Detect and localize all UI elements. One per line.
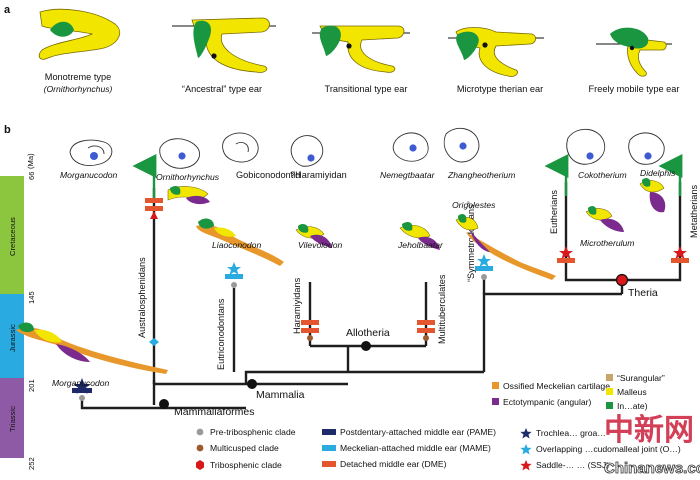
period-triassic: Triassic (8, 406, 17, 432)
watermark-chars: 中新网 (604, 414, 694, 447)
ear-ancestral-label: “Ancestral” type ear (182, 84, 262, 94)
cretaceous-band (0, 176, 24, 294)
legend-saddle-joint: Saddle-… … (SSJ) (536, 460, 609, 470)
ear-microtype-label: Microtype therian ear (457, 84, 543, 94)
node-label-theria: Theria (628, 287, 658, 299)
ma-66: 66 (27, 172, 36, 180)
taxon-jeholbaatar: Jeholbaatar (397, 240, 444, 250)
clade-multituberculates: Multituberculates (437, 274, 447, 344)
geologic-timescale: Cretaceous Jurassic Triassic 66 (Ma) 145… (0, 153, 36, 470)
legend-dme: Detached middle ear (DME) (340, 459, 447, 469)
legend-overlapping-joint: Overlapping …cudomalleal joint (O…) (536, 444, 681, 454)
panel-b-label: b (4, 124, 11, 136)
panel-a-label: a (4, 4, 11, 16)
ma-unit: (Ma) (26, 153, 35, 169)
legend-pame: Postdentary-attached middle ear (PAME) (340, 427, 496, 437)
clade-australosphenidans: Australosphenidans (137, 257, 147, 338)
legend-surangular: “Surangular” (617, 373, 665, 383)
node-label-mammaliaformes: Mammaliaformes (174, 406, 255, 418)
legend-multicusped: Multicusped clade (210, 443, 279, 453)
chinanews-watermark: 中新网 Chinanews.com (604, 414, 700, 477)
branch-eutherians (564, 182, 624, 294)
taxon-haramiyidan: ?Haramiyidan (290, 170, 347, 180)
legend-bones: Ossified Meckelian cartilage “Surangular… (492, 373, 665, 411)
ear-monotreme-label: Monotreme type (45, 72, 111, 82)
ear-monotreme-diagram (38, 8, 121, 60)
legend-characters: Pre-tribosphenic clade Multicusped clade… (196, 427, 681, 471)
ma-252: 252 (27, 457, 36, 470)
jaw-illustrations (16, 178, 666, 374)
legend-tribosphenic: Tribosphenic clade (210, 460, 282, 470)
branch-metatherians (622, 182, 682, 282)
ear-freely-mobile-label: Freely mobile type ear (589, 84, 680, 94)
ear-microtype-diagram (448, 27, 544, 77)
node-label-allotheria: Allotheria (346, 327, 390, 339)
node-mammalia (247, 379, 257, 389)
ma-145: 145 (27, 291, 36, 304)
legend-incus: In…ate) (617, 401, 648, 411)
watermark-text: Chinanews.com (604, 460, 700, 477)
clade-metatherians: Metatherians (689, 184, 699, 238)
ear-illustrations (69, 127, 665, 169)
taxon-nemegtbaatar: Nemegtbaatar (380, 170, 436, 180)
ear-freely-mobile-diagram (596, 27, 672, 77)
ma-201: 201 (27, 379, 36, 392)
branch-trechnotheria (482, 292, 622, 372)
legend-ossified-meckelian: Ossified Meckelian cartilage (503, 381, 610, 391)
node-theria (615, 273, 629, 287)
period-jurassic: Jurassic (8, 324, 17, 352)
clade-eutherians: Eutherians (549, 190, 559, 234)
taxon-gobiconodontid: Gobiconodontid (236, 170, 300, 180)
phylogenetic-tree (80, 182, 682, 410)
taxon-cokotherium: Cokotherium (578, 170, 627, 180)
clade-haramiyidans: Haramiyidans (292, 277, 302, 334)
taxon-vilevolodon: Vilevolodon (298, 240, 342, 250)
ear-transitional-diagram (312, 25, 410, 73)
legend-trochlear: Trochlea… groa… (536, 428, 606, 438)
character-markers (72, 198, 689, 401)
branch-crown (244, 370, 484, 384)
ear-transitional-label: Transitional type ear (325, 84, 408, 94)
clade-eutriconodontans: Eutriconodontans (216, 298, 226, 370)
ear-ancestral-diagram (172, 17, 276, 73)
branch-mammaliaformes (80, 400, 246, 410)
triassic-band (0, 378, 24, 458)
legend-malleus: Malleus (617, 387, 647, 397)
legend-pretribosphenic: Pre-tribosphenic clade (210, 427, 296, 437)
taxon-didelphis: Didelphis (640, 168, 676, 178)
period-cretaceous: Cretaceous (8, 217, 17, 256)
legend-mame: Meckelian-attached middle ear (MAME) (340, 443, 491, 453)
ear-monotreme-sublabel: (Ornithorhynchus) (44, 84, 113, 94)
clade-symmetrodontans: “Symmetrodontans” (466, 201, 476, 282)
taxon-morganucodon-top: Morganucodon (60, 170, 118, 180)
node-mammaliaformes (159, 399, 169, 409)
legend-ectotympanic: Ectotympanic (angular) (503, 397, 592, 407)
taxon-origolestes: Origolestes (452, 200, 496, 210)
taxon-liaoconodon: Liaoconodon (212, 240, 261, 250)
jurassic-band (0, 294, 24, 378)
node-label-mammalia: Mammalia (256, 389, 305, 401)
taxon-ornithorhynchus: Ornithorhynchus (156, 172, 220, 182)
taxon-zhangheotherium: Zhangheotherium (447, 170, 515, 180)
taxon-microtherulum: Microtherulum (580, 238, 634, 248)
node-allotheria (361, 341, 371, 351)
taxon-morganucodon-bottom: Morganucodon (52, 378, 110, 388)
